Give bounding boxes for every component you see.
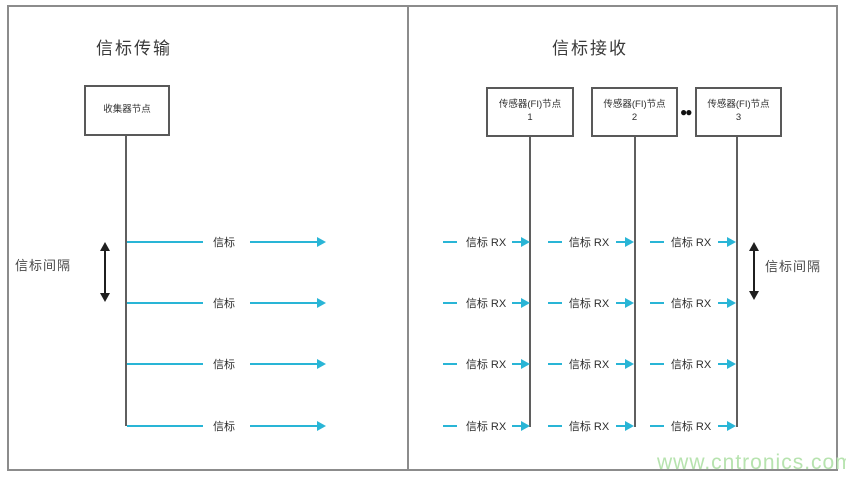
sensor-2-timeline bbox=[634, 137, 636, 427]
rx-dash bbox=[650, 425, 664, 427]
collector-node-label: 收集器节点 bbox=[103, 104, 151, 116]
rx-dash bbox=[443, 241, 457, 243]
beacon-label: 信标 bbox=[213, 359, 235, 371]
rx-dash bbox=[548, 241, 562, 243]
watermark: www.cntronics.com bbox=[657, 451, 846, 474]
rx-arrow bbox=[512, 298, 530, 308]
ellipsis-dots: ●● bbox=[680, 105, 692, 119]
rx-arrow bbox=[718, 421, 736, 431]
beacon-interval-arrow-right bbox=[749, 242, 759, 300]
sensor-1-timeline bbox=[529, 137, 531, 427]
rx-arrow bbox=[512, 237, 530, 247]
beacon-interval-label-right: 信标间隔 bbox=[765, 259, 822, 274]
rx-arrow bbox=[718, 237, 736, 247]
rx-dash bbox=[548, 363, 562, 365]
collector-node-box: 收集器节点 bbox=[84, 85, 170, 136]
beacon-line bbox=[127, 241, 203, 243]
beacon-line bbox=[127, 425, 203, 427]
sensor-node-label: 传感器(FI)节点 bbox=[603, 99, 666, 111]
beacon-rx-label: 信标 RX bbox=[465, 298, 507, 310]
beacon-rx-label: 信标 RX bbox=[670, 359, 712, 371]
beacon-line bbox=[127, 363, 203, 365]
beacon-rx-label: 信标 RX bbox=[670, 298, 712, 310]
beacon-transmission-title: 信标传输 bbox=[96, 39, 172, 58]
beacon-rx-label: 信标 RX bbox=[670, 237, 712, 249]
beacon-arrow bbox=[250, 359, 326, 369]
beacon-rx-label: 信标 RX bbox=[568, 421, 610, 433]
beacon-rx-label: 信标 RX bbox=[670, 421, 712, 433]
beacon-arrow bbox=[250, 421, 326, 431]
beacon-rx-label: 信标 RX bbox=[568, 359, 610, 371]
sensor-node-number: 3 bbox=[735, 112, 742, 123]
rx-dash bbox=[443, 363, 457, 365]
sensor-node-number: 2 bbox=[631, 112, 638, 123]
outer-frame bbox=[7, 5, 838, 471]
rx-arrow bbox=[718, 359, 736, 369]
rx-arrow bbox=[512, 421, 530, 431]
sensor-node-label: 传感器(FI)节点 bbox=[498, 99, 562, 111]
rx-dash bbox=[443, 302, 457, 304]
beacon-label: 信标 bbox=[213, 237, 235, 249]
sensor-node-1-box: 传感器(FI)节点 1 bbox=[486, 87, 574, 137]
panel-divider bbox=[407, 5, 409, 471]
rx-dash bbox=[548, 425, 562, 427]
rx-arrow bbox=[512, 359, 530, 369]
rx-dash bbox=[443, 425, 457, 427]
rx-arrow bbox=[616, 298, 634, 308]
beacon-rx-label: 信标 RX bbox=[568, 237, 610, 249]
rx-dash bbox=[548, 302, 562, 304]
beacon-label: 信标 bbox=[213, 298, 235, 310]
rx-arrow bbox=[616, 237, 634, 247]
beacon-rx-label: 信标 RX bbox=[465, 421, 507, 433]
beacon-interval-arrow-left bbox=[100, 242, 110, 302]
rx-dash bbox=[650, 241, 664, 243]
beacon-arrow bbox=[250, 298, 326, 308]
rx-arrow bbox=[616, 421, 634, 431]
rx-arrow bbox=[616, 359, 634, 369]
rx-dash bbox=[650, 363, 664, 365]
sensor-3-timeline bbox=[736, 137, 738, 427]
beacon-reception-title: 信标接收 bbox=[552, 39, 628, 58]
sensor-node-3-box: 传感器(FI)节点 3 bbox=[695, 87, 782, 137]
sensor-node-2-box: 传感器(FI)节点 2 bbox=[591, 87, 678, 137]
rx-arrow bbox=[718, 298, 736, 308]
beacon-label: 信标 bbox=[213, 421, 235, 433]
beacon-arrow bbox=[250, 237, 326, 247]
sensor-node-label: 传感器(FI)节点 bbox=[707, 99, 770, 111]
beacon-interval-label-left: 信标间隔 bbox=[15, 258, 72, 273]
collector-timeline bbox=[125, 136, 127, 426]
beacon-rx-label: 信标 RX bbox=[465, 359, 507, 371]
beacon-rx-label: 信标 RX bbox=[465, 237, 507, 249]
beacon-line bbox=[127, 302, 203, 304]
beacon-rx-label: 信标 RX bbox=[568, 298, 610, 310]
rx-dash bbox=[650, 302, 664, 304]
sensor-node-number: 1 bbox=[527, 112, 533, 123]
